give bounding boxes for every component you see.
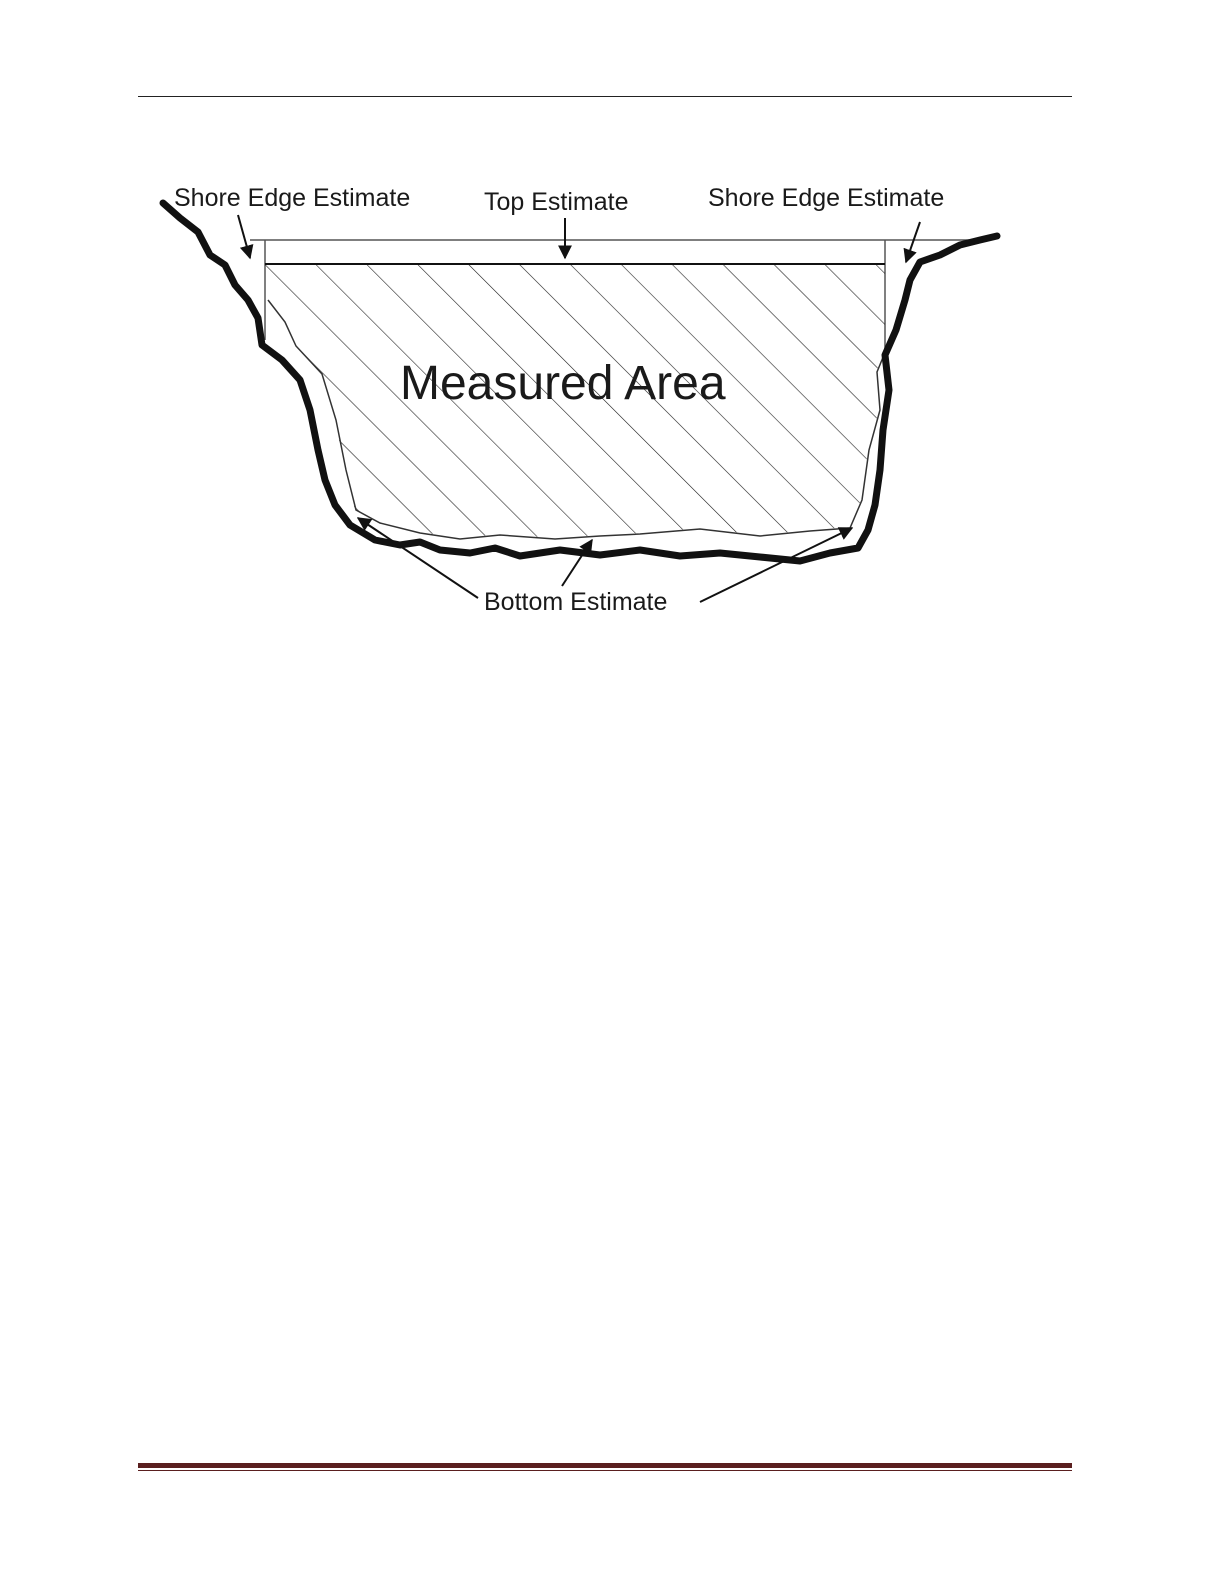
shore-edge-estimate-right-label: Shore Edge Estimate [708, 184, 944, 212]
top-estimate-label: Top Estimate [484, 188, 629, 216]
bottom-estimate-arrow-center [562, 540, 592, 586]
shore-edge-right-arrow [906, 222, 920, 262]
shore-edge-left-arrow [238, 215, 250, 258]
footer-rule [138, 1463, 1072, 1468]
shore-edge-estimate-left-label: Shore Edge Estimate [174, 184, 410, 212]
measured-area-label: Measured Area [400, 357, 726, 410]
footer-rule-thin [138, 1470, 1072, 1471]
bottom-estimate-arrow-right [700, 528, 852, 602]
bottom-estimate-label: Bottom Estimate [484, 588, 667, 616]
